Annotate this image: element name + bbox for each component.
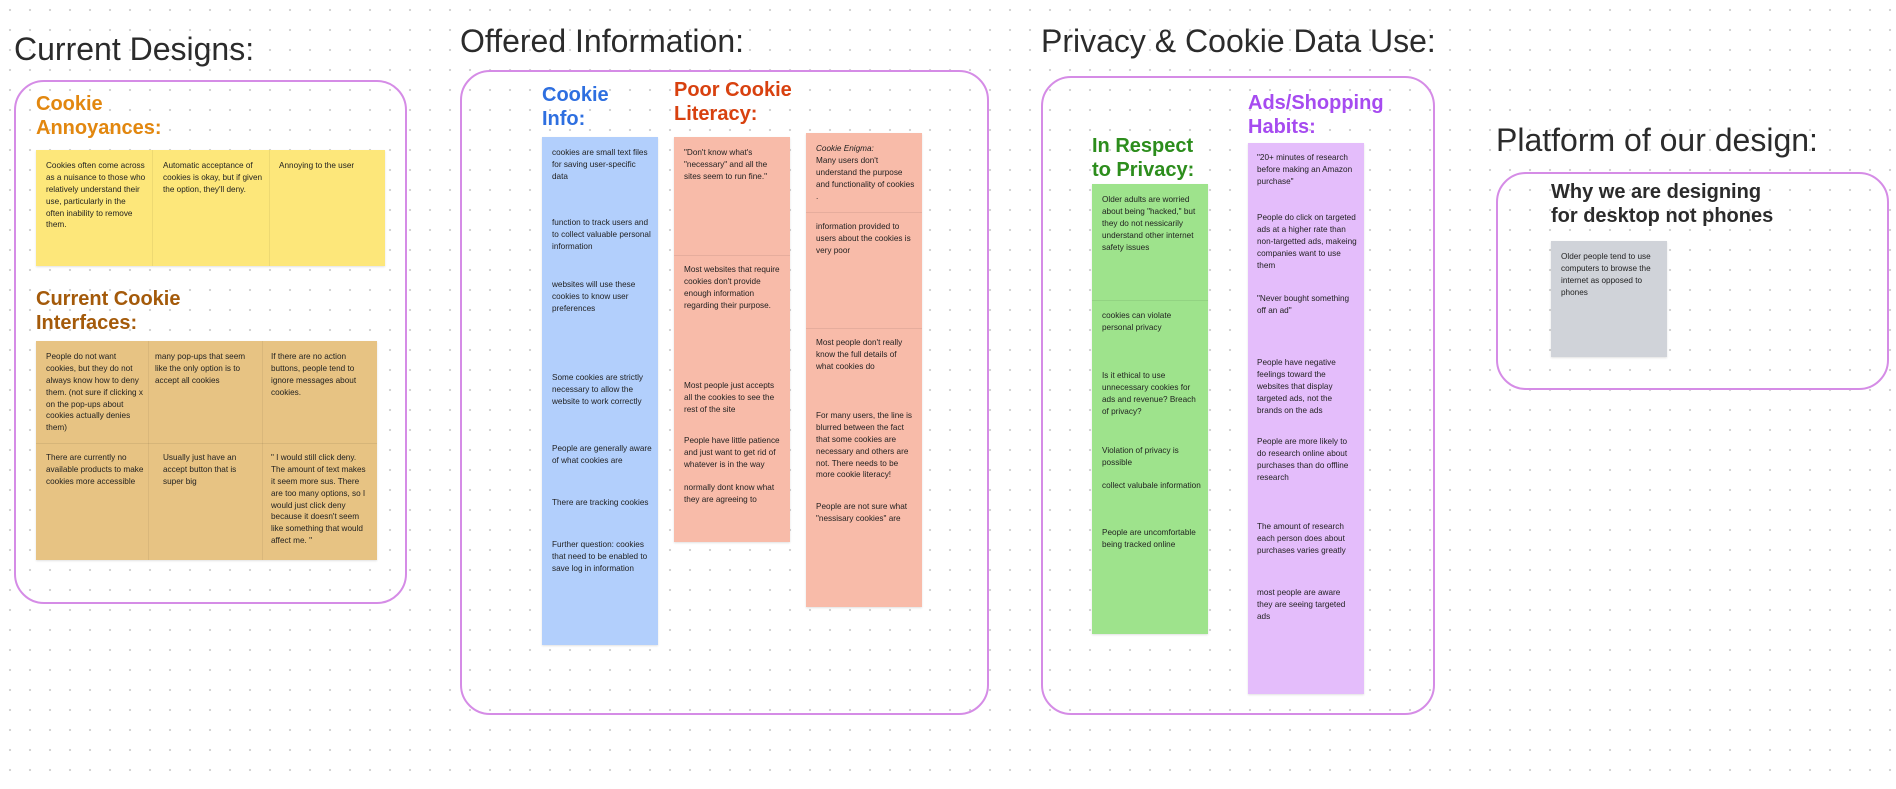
sticky-note[interactable]: People do click on targeted ads at a hig…	[1257, 213, 1357, 270]
sticky-note[interactable]: Most people just accepts all the cookies…	[684, 381, 775, 414]
sticky-note[interactable]: " I would still click deny. The amount o…	[271, 453, 366, 546]
cluster-title-cookie-info: Cookie Info:	[542, 84, 609, 130]
sticky-note[interactable]: There are tracking cookies	[552, 498, 649, 507]
sticky-note[interactable]: websites will use these cookies to know …	[552, 280, 636, 313]
sticky-note[interactable]: For many users, the line is blurred betw…	[816, 411, 913, 480]
section-title-current-designs: Current Designs:	[14, 31, 255, 67]
sticky-note[interactable]: most people are aware they are seeing ta…	[1257, 588, 1346, 621]
sticky-note[interactable]: The amount of research each person does …	[1257, 522, 1346, 555]
section-title-privacy: Privacy & Cookie Data Use:	[1041, 23, 1436, 59]
sticky-note[interactable]: cookies are small text files for saving …	[552, 148, 648, 181]
sticky-note[interactable]: Annoying to the user	[279, 161, 355, 170]
sticky-column-ads[interactable]	[1248, 143, 1364, 694]
sticky-note[interactable]: Some cookies are strictly necessary to a…	[552, 373, 644, 406]
sticky-note[interactable]: Usually just have an accept button that …	[163, 453, 237, 486]
sticky-note[interactable]: People are not sure what "nessisary cook…	[816, 502, 908, 523]
sticky-note[interactable]: People have little patience and just wan…	[684, 436, 780, 469]
sticky-note-platform-box[interactable]	[1551, 241, 1667, 357]
sticky-note[interactable]: People are uncomfortable being tracked o…	[1102, 528, 1196, 549]
sticky-note[interactable]: Older people tend to use computers to br…	[1561, 252, 1651, 297]
cluster-title-respect-privacy: In Respect to Privacy:	[1092, 135, 1195, 181]
sticky-note[interactable]: cookies can violate personal privacy	[1102, 311, 1172, 332]
sticky-note[interactable]: There are currently no available product…	[46, 453, 144, 486]
sticky-note[interactable]: function to track users and to collect v…	[552, 218, 651, 251]
sticky-note[interactable]: Automatic acceptance of cookies is okay,…	[163, 161, 263, 194]
sticky-note[interactable]: People do not want cookies, but they do …	[46, 352, 143, 433]
frame-privacy[interactable]	[1041, 76, 1435, 715]
sticky-group-interfaces[interactable]	[36, 341, 377, 560]
sticky-note[interactable]: Older adults are worried about being "ha…	[1102, 195, 1196, 252]
cluster-title-ads-habits: Ads/Shopping Habits:	[1248, 92, 1384, 138]
cluster-title-current-interfaces: Current Cookie Interfaces:	[36, 288, 181, 334]
sticky-note[interactable]: Most websites that require cookies don't…	[684, 265, 780, 310]
cluster-title-why-desktop: Why we are designing for desktop not pho…	[1551, 181, 1774, 227]
note-heading: Cookie Enigma:	[816, 144, 874, 153]
sticky-note[interactable]: "Don't know what's "necessary" and all t…	[684, 148, 768, 181]
frame-platform[interactable]	[1496, 172, 1889, 390]
sticky-note[interactable]: many pop-ups that seem like the only opt…	[155, 352, 246, 385]
note-body: Many users don't understand the purpose …	[816, 155, 915, 201]
section-title-offered-information: Offered Information:	[460, 23, 744, 59]
cluster-title-poor-literacy: Poor Cookie Literacy:	[674, 79, 792, 125]
sticky-note[interactable]: If there are no action buttons, people t…	[271, 352, 357, 397]
sticky-note[interactable]: Is it ethical to use unnecessary cookies…	[1102, 371, 1196, 416]
sticky-note[interactable]: Violation of privacy is possible	[1102, 446, 1179, 467]
sticky-note[interactable]: normally dont know what they are agreein…	[684, 483, 775, 504]
sticky-group-annoyances[interactable]	[36, 150, 385, 266]
frame-current-designs[interactable]	[14, 80, 407, 604]
sticky-note[interactable]: "Never bought something off an ad"	[1257, 294, 1350, 315]
sticky-note[interactable]: Cookie Enigma: Many users don't understa…	[816, 143, 916, 202]
sticky-column-literacy-b[interactable]	[806, 133, 922, 607]
section-title-platform: Platform of our design:	[1496, 122, 1818, 158]
sticky-note[interactable]: "20+ minutes of research before making a…	[1257, 153, 1353, 186]
sticky-column-literacy-a[interactable]	[674, 137, 790, 542]
sticky-note[interactable]: Most people don't really know the full d…	[816, 338, 903, 371]
sticky-note[interactable]: People have negative feelings toward the…	[1257, 358, 1336, 415]
sticky-note[interactable]: collect valubale information	[1102, 481, 1201, 490]
sticky-column-privacy[interactable]	[1092, 184, 1208, 634]
sticky-note[interactable]: Cookies often come across as a nuisance …	[46, 161, 146, 230]
cluster-title-cookie-annoyances: Cookie Annoyances:	[36, 93, 162, 139]
sticky-note[interactable]: Further question: cookies that need to b…	[552, 540, 648, 573]
sticky-note[interactable]: information provided to users about the …	[816, 222, 911, 255]
sticky-note[interactable]: People are more likely to do research on…	[1257, 437, 1349, 482]
sticky-note[interactable]: People are generally aware of what cooki…	[552, 444, 652, 465]
frame-offered-information[interactable]	[460, 70, 989, 715]
sticky-column-cookie-info[interactable]	[542, 137, 658, 645]
